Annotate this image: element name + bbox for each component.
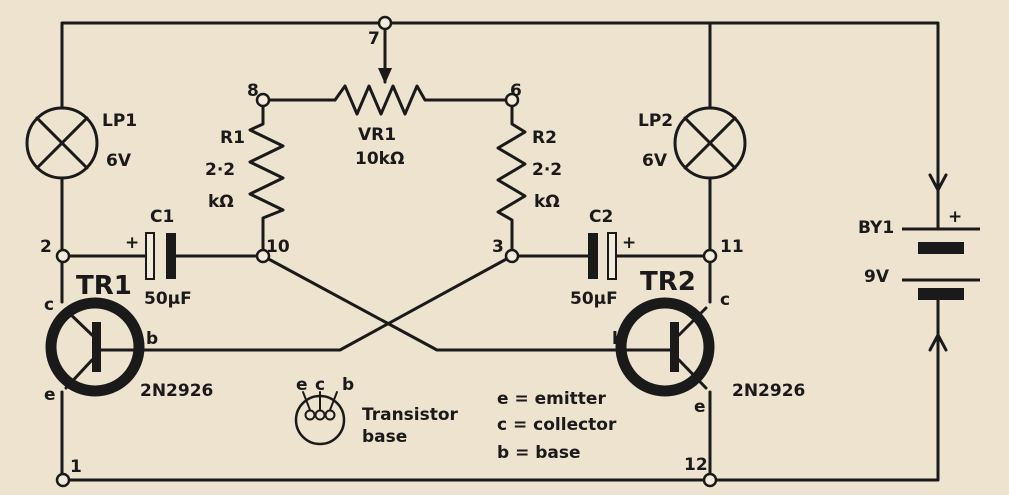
- tr1-b-label: b: [146, 329, 158, 349]
- c2-name: C2: [589, 207, 613, 227]
- wires: [60, 21, 940, 482]
- wiper-arrow-icon: [378, 68, 392, 84]
- battery-by1: [902, 173, 980, 352]
- r2-value: 2·2: [532, 160, 562, 180]
- r2-unit: kΩ: [534, 192, 560, 212]
- r1-unit: kΩ: [208, 192, 234, 212]
- tr1-name: TR1: [76, 271, 132, 301]
- node-6-label: 6: [510, 81, 522, 101]
- c2-polarity: +: [622, 233, 636, 253]
- capacitor-c1: [145, 232, 176, 280]
- capacitor-c2: [588, 232, 617, 280]
- node-7-label: 7: [368, 29, 380, 49]
- r2-name: R2: [532, 128, 557, 148]
- r1-name: R1: [220, 128, 245, 148]
- pinout-c: c: [315, 375, 325, 395]
- node-1-label: 1: [70, 457, 82, 477]
- c1-polarity: +: [125, 233, 139, 253]
- resistor-r1: [248, 98, 285, 258]
- vr1-value: 10kΩ: [355, 149, 404, 169]
- node-3-label: 3: [492, 237, 504, 257]
- lp2-name: LP2: [638, 111, 673, 131]
- lamp-lp1: [25, 106, 99, 180]
- battery-value: 9V: [864, 267, 890, 287]
- tr1-c-label: c: [44, 295, 54, 315]
- tr1-e-label: e: [44, 385, 56, 405]
- node-2-label: 2: [40, 237, 52, 257]
- legend-emitter: e = emitter: [497, 389, 606, 409]
- battery-polarity: +: [948, 207, 962, 227]
- battery-name: BY1: [858, 218, 894, 238]
- transistor-tr1: [45, 297, 145, 397]
- tr2-c-label: c: [720, 290, 730, 310]
- potentiometer-vr1: [333, 21, 435, 116]
- node-8-label: 8: [247, 81, 259, 101]
- node-11-label: 11: [720, 237, 744, 257]
- node-12-label: 12: [684, 455, 708, 475]
- tr2-type: 2N2926: [732, 381, 805, 401]
- pinout-label-1: Transistor: [362, 405, 459, 425]
- tr2-b-label: b: [612, 329, 624, 349]
- vr1-name: VR1: [358, 125, 396, 145]
- terminal-nodes: [55, 15, 718, 488]
- legend-base: b = base: [497, 443, 581, 463]
- transistor-tr2: [615, 297, 715, 397]
- legend-collector: c = collector: [497, 415, 617, 435]
- c1-name: C1: [150, 207, 174, 227]
- lamp-lp2: [673, 106, 747, 180]
- pinout-label-2: base: [362, 427, 407, 447]
- c2-value: 50µF: [570, 289, 618, 309]
- tr1-type: 2N2926: [140, 381, 213, 401]
- resistor-r2: [496, 98, 527, 258]
- tr2-e-label: e: [694, 397, 706, 417]
- lp2-value: 6V: [642, 151, 668, 171]
- lp1-value: 6V: [106, 151, 132, 171]
- c1-value: 50µF: [144, 289, 192, 309]
- r1-value: 2·2: [205, 160, 235, 180]
- lp1-name: LP1: [102, 111, 137, 131]
- node-10-label: 10: [266, 237, 290, 257]
- transistor-base-pinout-icon: [294, 391, 346, 446]
- pinout-e: e: [296, 375, 308, 395]
- tr2-name: TR2: [640, 267, 696, 297]
- pinout-b: b: [342, 375, 354, 395]
